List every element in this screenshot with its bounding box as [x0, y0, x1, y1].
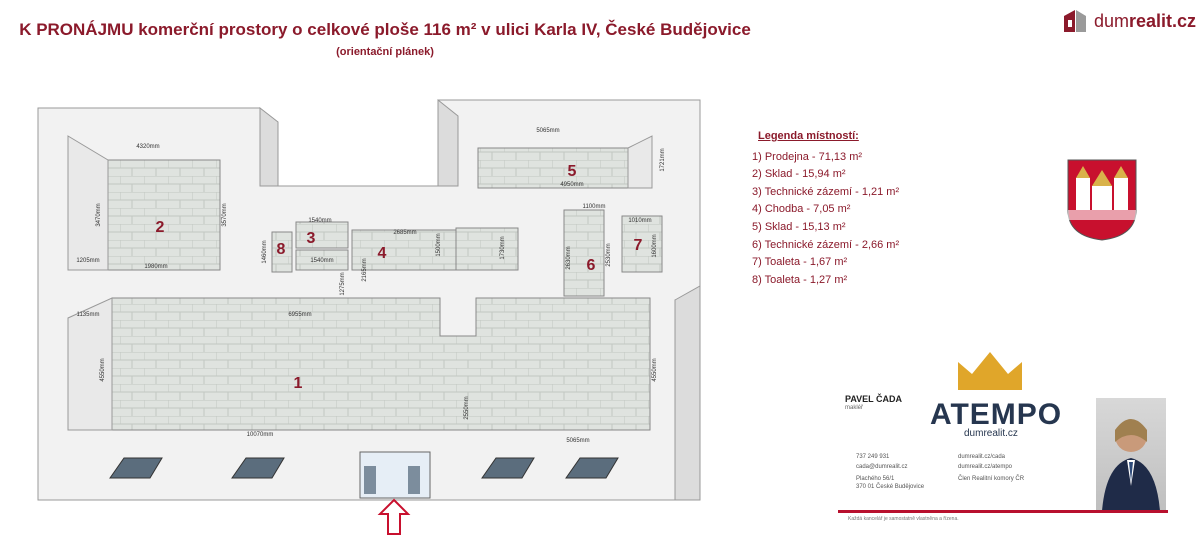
room-5-floor — [477, 147, 629, 189]
web-link-1[interactable]: dumrealit.cz/cada — [958, 454, 1006, 460]
agent-card: PAVEL ČADA makléř ATEMPO dumrealit.cz 73… — [838, 350, 1168, 525]
dim-label: 2530mm — [606, 243, 612, 266]
dim-label: 4950mm — [560, 182, 583, 188]
web-link-2[interactable]: dumrealit.cz/atempo — [958, 464, 1013, 470]
wall-slope-mid — [437, 98, 459, 187]
entrance-arrow-icon — [377, 498, 411, 535]
dim-label: 2630mm — [566, 246, 572, 269]
room-number-5: 5 — [568, 163, 577, 180]
room-number-6: 6 — [587, 257, 596, 274]
house-icon — [1064, 10, 1086, 32]
dim-label: 1275mm — [340, 272, 346, 295]
legend-item: 5) Sklad - 15,13 m² — [752, 220, 846, 233]
entrance-door — [359, 451, 431, 499]
brand-logo[interactable]: dumrealit.cz — [1062, 8, 1196, 34]
room-number-2: 2 — [156, 219, 165, 236]
room-number-4: 4 — [378, 245, 387, 262]
room-2-floor — [107, 159, 221, 271]
dim-label: 1460mm — [262, 240, 268, 263]
legend-item: 2) Sklad - 15,94 m² — [752, 168, 846, 181]
room-6-floor — [563, 209, 605, 297]
dim-label: 6955mm — [288, 312, 311, 318]
legend-item: 4) Chodba - 7,05 m² — [752, 203, 851, 216]
dim-label: 5065mm — [566, 438, 589, 444]
agent-role: makléř — [845, 405, 864, 411]
room-3-floor — [295, 221, 349, 249]
legend-item: 6) Technické zázemí - 2,66 m² — [752, 238, 900, 251]
room-number-7: 7 — [634, 237, 643, 254]
phone[interactable]: 737 249 931 — [856, 454, 890, 460]
agent-photo — [1096, 398, 1166, 511]
email[interactable]: cada@dumrealit.cz — [856, 464, 908, 470]
dim-label: 1540mm — [308, 218, 331, 224]
brand-suffix: realit.cz — [1129, 10, 1197, 31]
wall-slope-right — [674, 285, 701, 501]
room-2-wall — [67, 135, 109, 271]
dim-label: 1721mm — [660, 148, 666, 171]
dim-label: 1205mm — [76, 258, 99, 264]
dim-label: 4320mm — [136, 144, 159, 150]
legend-item: 3) Technické zázemí - 1,21 m² — [752, 185, 900, 198]
membership: Člen Realitní komory ČR — [958, 476, 1025, 482]
footnote: Každá kancelář je samostatně vlastněna a… — [848, 516, 959, 522]
room-number-8: 8 — [277, 241, 286, 258]
dim-label: 1600mm — [652, 234, 658, 257]
agent-name: PAVEL ČADA — [845, 394, 903, 404]
dim-label: 3470mm — [96, 203, 102, 226]
dim-label: 10070mm — [247, 432, 274, 438]
crown-icon — [958, 352, 1022, 390]
dim-label: 2165mm — [362, 258, 368, 281]
address-line-2: 370 01 České Budějovice — [856, 484, 925, 490]
windows — [109, 457, 619, 479]
dim-label: 5065mm — [536, 128, 559, 134]
room-1-floor — [111, 297, 651, 431]
legend-item: 8) Toaleta - 1,27 m² — [752, 273, 848, 286]
dim-label: 4550mm — [100, 358, 106, 381]
room-number-3: 3 — [307, 230, 316, 247]
company-sub: dumrealit.cz — [964, 428, 1018, 439]
dim-label: 4550mm — [652, 358, 658, 381]
room-8-floor — [271, 231, 293, 273]
dim-label: 1540mm — [310, 258, 333, 264]
room-4-extension — [455, 227, 519, 271]
room-5-wall — [627, 135, 653, 189]
company-logo: ATEMPO — [930, 398, 1063, 431]
dim-label: 1100mm — [583, 204, 606, 210]
dim-label: 1500mm — [436, 233, 442, 256]
dim-label: 1980mm — [144, 264, 167, 270]
room-1-wall — [67, 297, 113, 431]
dim-label: 2550mm — [464, 396, 470, 419]
room-4-floor — [351, 229, 457, 271]
divider — [838, 510, 1168, 513]
brand-prefix: dum — [1094, 10, 1130, 31]
dim-label: 1730mm — [500, 236, 506, 259]
address-line-1: Plachého 56/1 — [856, 476, 895, 482]
room-3b-floor — [295, 249, 349, 271]
legend-item: 7) Toaleta - 1,67 m² — [752, 256, 848, 269]
dim-label: 2685mm — [393, 230, 416, 236]
dim-label: 1135mm — [77, 312, 100, 318]
legend-title: Legenda místností: — [758, 130, 859, 142]
legend-item: 1) Prodejna - 71,13 m² — [752, 150, 863, 163]
dim-label: 1010mm — [628, 218, 651, 224]
room-number-1: 1 — [294, 375, 303, 392]
room-7-floor — [621, 215, 663, 273]
room-legend: Legenda místností: 1) Prodejna - 71,13 m… — [752, 128, 899, 289]
wall-slope-left — [259, 106, 279, 187]
dim-label: 3570mm — [222, 203, 228, 226]
coat-of-arms-icon — [1067, 159, 1137, 241]
page-title: K PRONÁJMU komerční prostory o celkové p… — [19, 20, 751, 39]
page-subtitle: (orientační plánek) — [336, 46, 434, 58]
